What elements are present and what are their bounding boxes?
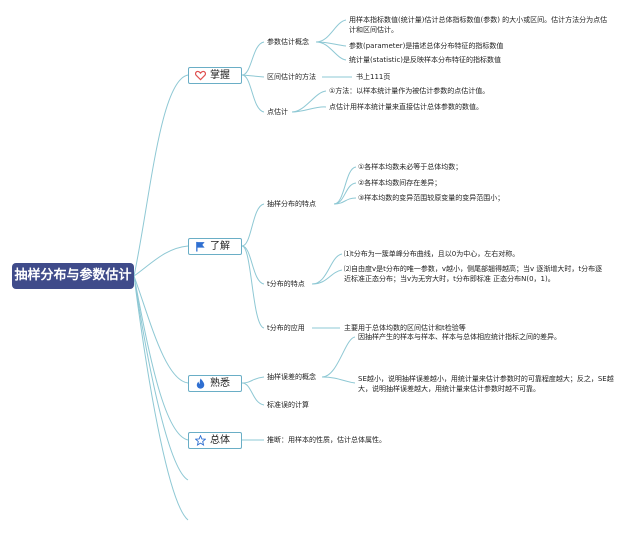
t-feature-item: ⑴t分布为一簇单峰分布曲线，且以0为中心，左右对称。 (344, 250, 520, 258)
root-topic[interactable]: 抽样分布与参数估计 (12, 263, 134, 289)
param-concept-item: 用样本指标数值(统计量)估计总体指标数值(参数) 的大小或区间。估计方法分为点估… (349, 16, 608, 34)
star-icon (195, 435, 206, 446)
topic-point-estimate[interactable]: 点估计 (267, 108, 288, 116)
point-estimate-item: 点估计用样本统计量来直接估计总体参数的数值。 (329, 103, 483, 111)
category-label: 掌握 (210, 70, 230, 81)
topic-t-features[interactable]: t分布的特点 (267, 280, 305, 288)
flag-icon (196, 241, 205, 252)
sampling-error-item: SE越小，说明抽样误差越小，用统计量来估计参数时的可靠程度越大；反之，SE越大，… (358, 375, 614, 393)
t-application-note: 主要用于总体均数的区间估计和t检验等 (344, 324, 466, 332)
sampling-feature-item: ③样本均数的变异范围较原变量的变异范围小； (358, 194, 505, 202)
heart-icon (195, 70, 206, 81)
interval-method-note: 书上111页 (356, 73, 391, 81)
topic-sampling-error[interactable]: 抽样误差的概念 (267, 373, 316, 381)
topic-sampling-features[interactable]: 抽样分布的特点 (267, 200, 316, 208)
topic-std-error-calc[interactable]: 标准误的计算 (267, 401, 309, 409)
topic-inference[interactable]: 推断：用样本的性质，估计总体属性。 (267, 436, 386, 444)
category-understand[interactable]: 了解 (188, 238, 242, 255)
flame-icon (196, 378, 205, 389)
point-estimate-item: ①方法：以样本统计量作为被估计参数的点估计值。 (329, 87, 490, 95)
sampling-error-item: 因抽样产生的样本与样本、样本与总体相应统计指标之间的差异。 (358, 333, 561, 341)
category-overall[interactable]: 总体 (188, 432, 242, 449)
category-label: 熟悉 (210, 378, 230, 389)
param-concept-item: 统计量(statistic)是反映样本分布特征的指标数值 (349, 56, 502, 64)
category-label: 了解 (210, 241, 230, 252)
sampling-feature-item: ①各样本均数未必等于总体均数； (358, 163, 463, 171)
param-concept-item: 参数(parameter)是描述总体分布特征的指标数值 (349, 42, 504, 50)
category-familiar[interactable]: 熟悉 (188, 375, 242, 392)
category-label: 总体 (210, 435, 230, 446)
topic-param-concept[interactable]: 参数估计概念 (267, 38, 309, 46)
category-master[interactable]: 掌握 (188, 67, 242, 84)
topic-t-application[interactable]: t分布的应用 (267, 324, 305, 332)
t-feature-item: ⑵自由度v是t分布的唯一参数，v越小，侧尾部翘得越高；当v 逐渐增大时，t分布逐… (344, 265, 603, 283)
sampling-feature-item: ②各样本均数间存在差异； (358, 179, 442, 187)
topic-interval-method[interactable]: 区间估计的方法 (267, 73, 316, 81)
